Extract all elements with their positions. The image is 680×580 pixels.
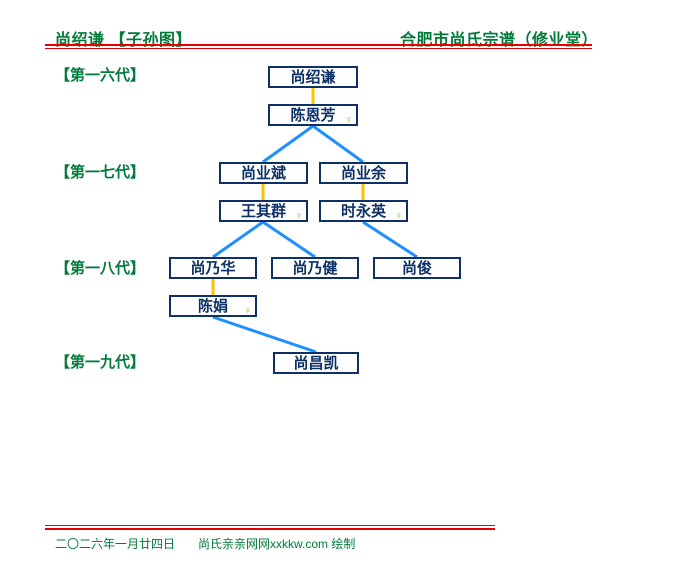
person-name: 陈恩芳 [290,106,336,124]
header-rule-top [45,44,592,46]
child-connector-line [212,315,317,354]
person-box[interactable]: 陈恩芳 ♀ [268,104,358,126]
person-box[interactable]: 尚业斌 [219,162,308,184]
female-marker-icon: ♀ [394,210,403,222]
person-name: 尚业斌 [240,164,286,182]
child-connector-line [262,220,316,259]
child-connector-line [212,220,264,259]
person-name: 尚乃华 [190,259,236,277]
person-box[interactable]: 尚绍谦 [268,66,358,88]
generation-label: 【第一六代】 [55,67,146,84]
footer-rule-bottom [45,528,495,530]
generation-label: 【第一七代】 [55,164,146,181]
person-name: 尚业余 [340,164,386,182]
person-name: 尚俊 [401,259,432,277]
person-box[interactable]: 尚业余 [319,162,408,184]
generation-label: 【第一八代】 [55,260,146,277]
book-title: 合肥市尚氏宗谱（修业堂） [400,32,599,49]
female-marker-icon: ♀ [243,305,252,317]
person-name: 尚绍谦 [290,68,336,86]
child-connector-line [362,220,418,259]
child-connector-line [312,124,364,164]
person-name: 尚乃健 [292,259,338,277]
footer-date: 二〇二六年一月廿四日 [55,537,176,551]
person-name: 时永英 [340,202,386,220]
header-rule-bottom [45,48,592,49]
person-box[interactable]: 王其群 ♀ [219,200,308,222]
person-name: 王其群 [240,202,286,220]
person-box[interactable]: 陈娟 ♀ [169,295,257,317]
page-title: 尚绍谦 【子孙图】 [55,32,192,49]
person-box[interactable]: 尚乃健 [271,257,359,279]
child-connector-line [262,124,314,164]
person-box[interactable]: 尚昌凯 [273,352,359,374]
female-marker-icon: ♀ [344,114,353,126]
generation-label: 【第一九代】 [55,354,146,371]
person-box[interactable]: 时永英 ♀ [319,200,408,222]
female-marker-icon: ♀ [294,210,303,222]
person-name: 尚昌凯 [293,354,339,372]
person-box[interactable]: 尚俊 [373,257,461,279]
person-name: 陈娟 [197,297,228,315]
footer-credit: 尚氏亲亲网网xxkkw.com 绘制 [198,537,356,551]
footer-rule-top [45,525,495,526]
person-box[interactable]: 尚乃华 [169,257,257,279]
